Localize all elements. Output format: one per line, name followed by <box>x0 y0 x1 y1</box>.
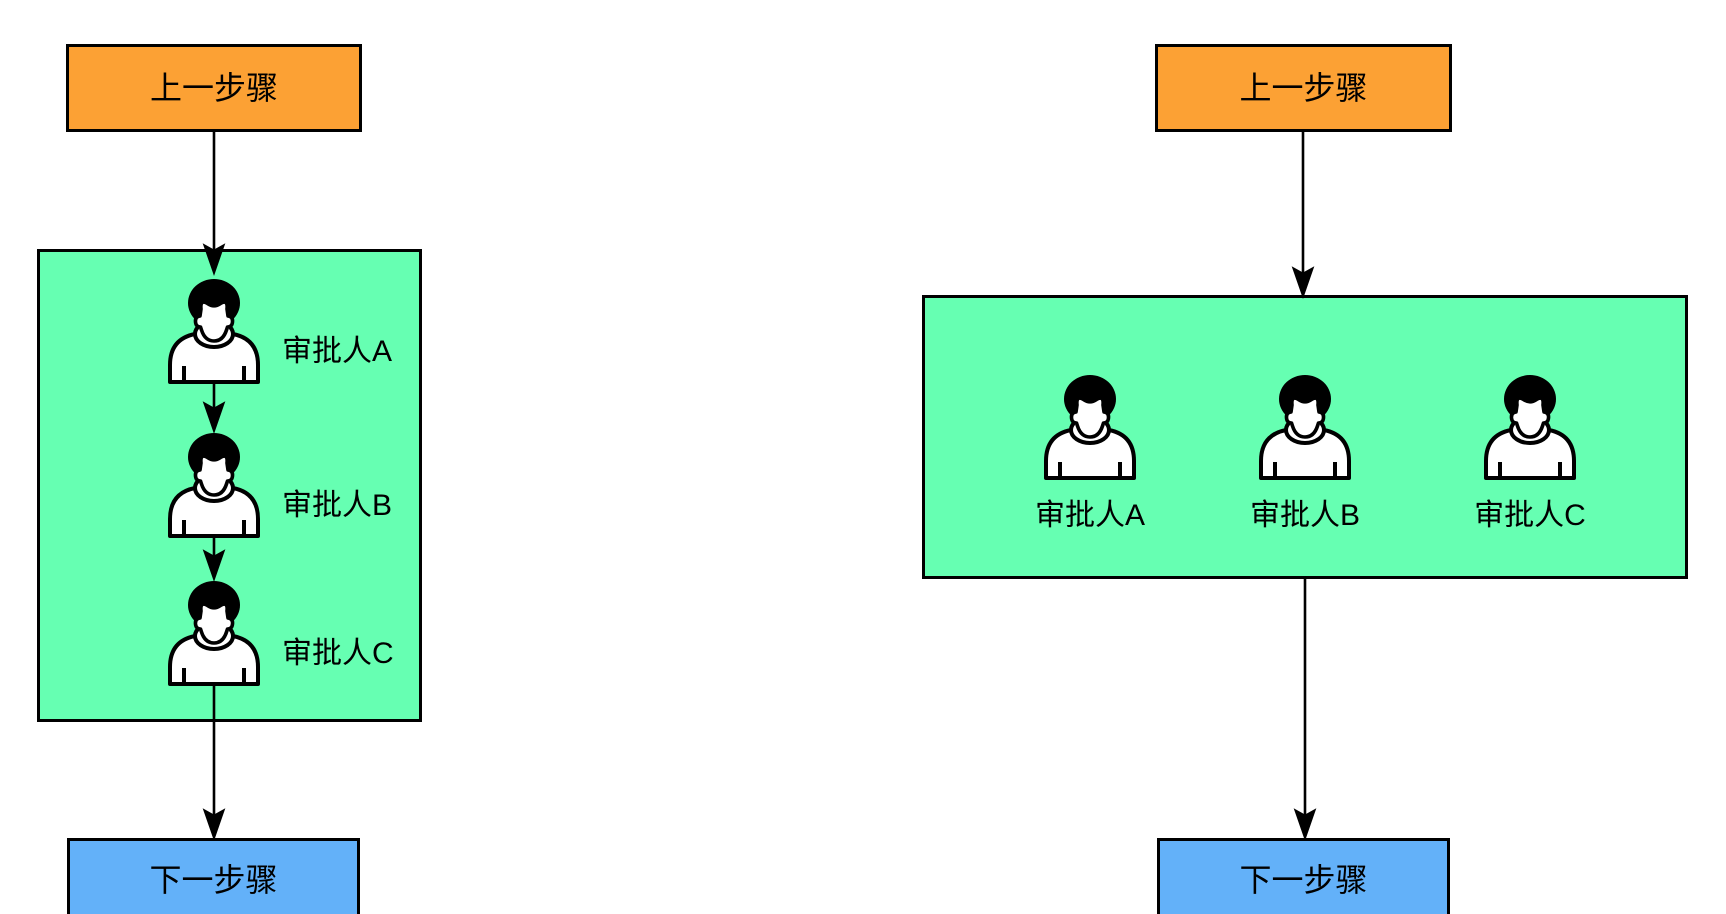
next-step-label: 下一步骤 <box>1239 862 1368 898</box>
approver-label: 审批人B <box>1249 499 1361 532</box>
person-icon <box>1478 374 1582 480</box>
person-icon <box>1038 374 1142 480</box>
next-step-label: 下一步骤 <box>149 862 278 898</box>
approver-label: 审批人C <box>1474 499 1586 532</box>
arrowhead-icon <box>1293 808 1317 841</box>
prev-step-node: 上一步骤 <box>66 44 362 132</box>
arrowhead-icon <box>202 808 226 841</box>
approver-label: 审批人A <box>1034 499 1146 532</box>
next-step-node: 下一步骤 <box>1157 838 1450 914</box>
person-icon <box>162 580 266 686</box>
approver-label: 审批人C <box>282 637 394 670</box>
arrowhead-icon <box>1291 266 1315 299</box>
next-step-node: 下一步骤 <box>67 838 360 914</box>
approver-label: 审批人B <box>282 489 393 522</box>
person-icon <box>162 432 266 538</box>
approver-label: 审批人A <box>282 335 393 368</box>
person-icon <box>1253 374 1357 480</box>
prev-step-label: 上一步骤 <box>149 70 278 106</box>
person-icon <box>162 278 266 384</box>
prev-step-node: 上一步骤 <box>1155 44 1452 132</box>
prev-step-label: 上一步骤 <box>1239 70 1368 106</box>
